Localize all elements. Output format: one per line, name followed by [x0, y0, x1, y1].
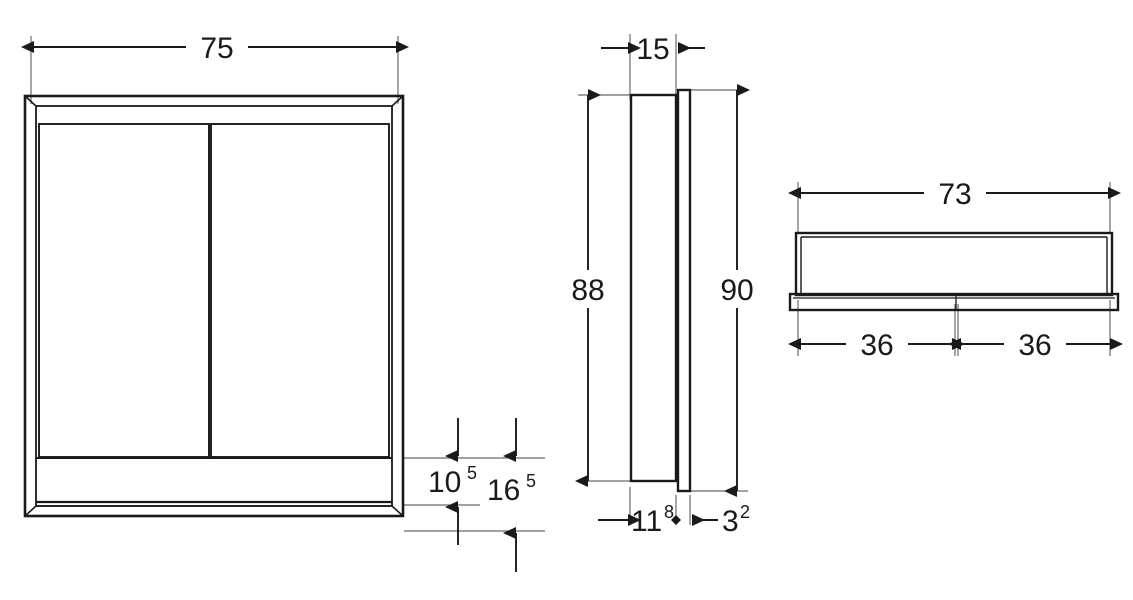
dimension-side-bottom-32: 3 2 [692, 502, 750, 538]
plan-view-carcass [794, 231, 1114, 297]
dimension-side-height-88: 88 [563, 89, 615, 487]
dimension-label-side-bottom-left: 11 [631, 505, 662, 538]
dimension-label-side-height-left: 88 [571, 274, 604, 307]
dimension-label-front-lower-outer: 16 [487, 474, 520, 507]
dimension-label-side-bottom-right: 3 [722, 505, 739, 538]
dimension-diamond-tick [671, 515, 681, 525]
front-view-doors [38, 123, 390, 458]
dimension-plan-width-73: 73 [788, 176, 1121, 212]
dimension-plan-door-right-36: 36 [948, 327, 1123, 363]
front-view-cabinet-outline [23, 94, 405, 518]
front-view-lower-section [36, 457, 392, 507]
dimension-label-side-depth: 15 [636, 33, 669, 66]
dimension-side-depth-15: 15 [601, 33, 705, 66]
dimension-plan-door-left-36: 36 [788, 327, 965, 363]
dimension-front-lower-outer-165: 16 5 [487, 418, 536, 572]
dimension-label-front-lower-outer-superscript: 5 [526, 471, 536, 491]
dimension-label-plan-width: 73 [938, 178, 971, 211]
dimension-label-front-width: 75 [200, 32, 233, 65]
dimension-label-front-lower-inner-superscript: 5 [467, 463, 477, 483]
dimension-side-bottom-118: 11 8 [598, 502, 681, 538]
dimension-label-side-height-right: 90 [720, 274, 753, 307]
dimension-label-plan-door-right: 36 [1018, 329, 1051, 362]
plan-view-group: 73 36 [788, 176, 1123, 363]
front-view-group: 75 [21, 30, 545, 572]
dimension-front-width-75: 75 [21, 30, 409, 66]
dimension-label-front-lower-inner: 10 [428, 466, 461, 499]
side-view-cabinet-body [629, 93, 678, 483]
dimension-label-side-bottom-right-superscript: 2 [740, 502, 750, 522]
dimension-label-side-bottom-left-superscript: 8 [664, 502, 674, 522]
plan-view-door-fronts [788, 292, 1120, 312]
side-view-group: 15 88 90 [563, 33, 764, 538]
dimension-side-height-90: 90 [712, 84, 764, 497]
dimension-front-lower-inner-105: 10 5 [428, 418, 477, 545]
dimension-label-plan-door-left: 36 [860, 329, 893, 362]
side-view-door-panel [675, 88, 692, 493]
